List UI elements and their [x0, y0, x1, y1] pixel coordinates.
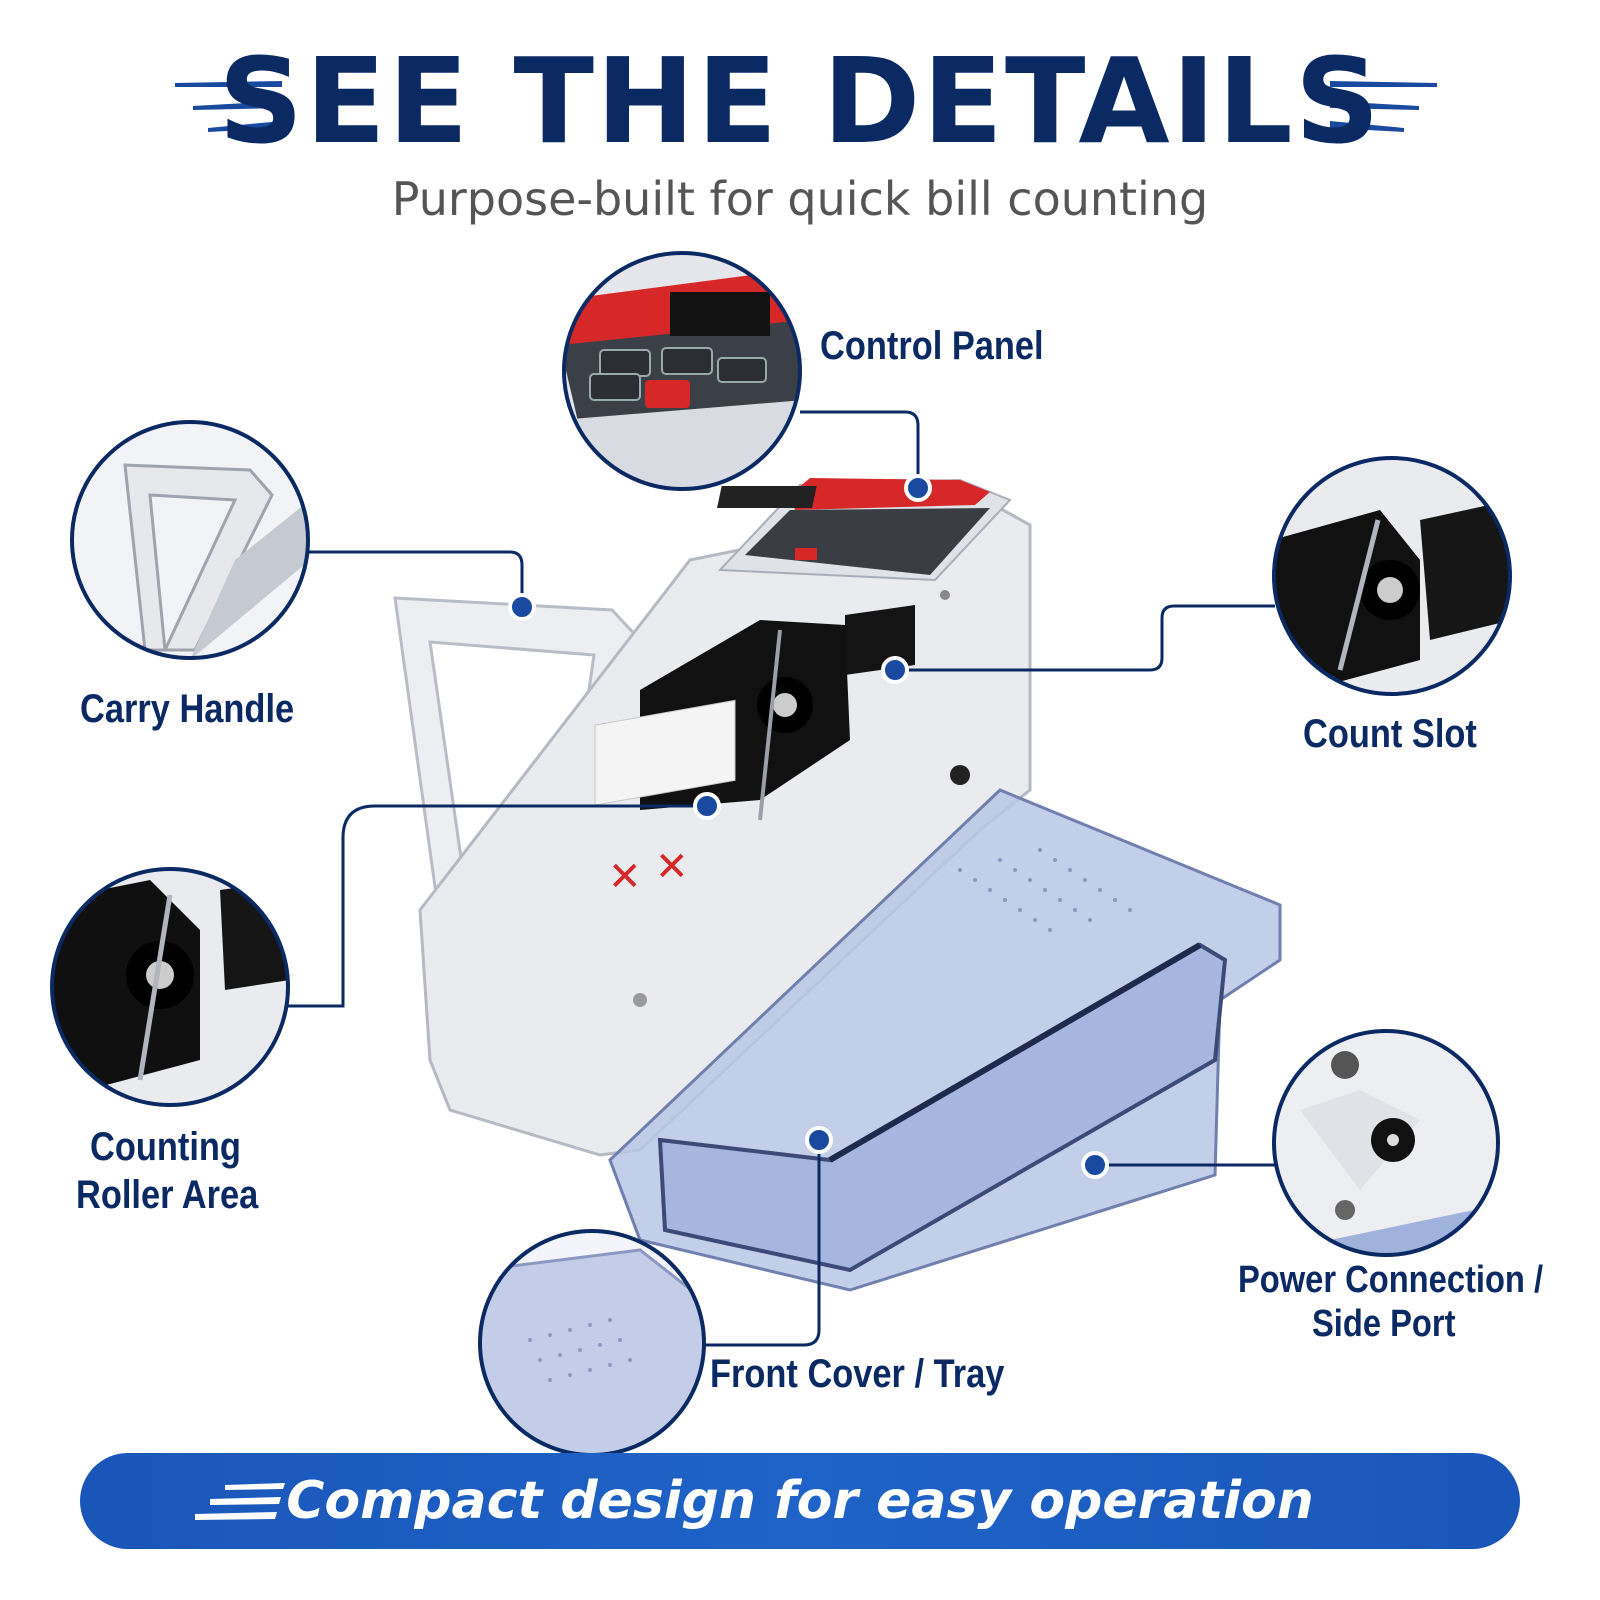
callout-dot-icon: [881, 656, 909, 684]
speed-lines-icon: [1330, 81, 1437, 132]
callout-dot-icon: [805, 1126, 833, 1154]
callout-dot-icon: [508, 593, 536, 621]
callout-dot-icon: [693, 792, 721, 820]
label-front-cover-tray: Front Cover / Tray: [710, 1352, 1005, 1396]
label-carry-handle: Carry Handle: [80, 687, 295, 731]
zoom-circle-icon: [50, 251, 1512, 1457]
label-counting-roller-line1: Counting: [90, 1125, 241, 1169]
bottom-banner: Compact design for easy operation: [80, 1453, 1520, 1549]
label-counting-roller-line2: Roller Area: [76, 1173, 259, 1217]
control-panel-red-strip: [790, 478, 990, 510]
speed-lines-icon: [195, 1483, 285, 1520]
page-subtitle: Purpose-built for quick bill counting: [391, 172, 1209, 226]
callout-dot-icon: [904, 474, 932, 502]
svg-text:✕: ✕: [655, 844, 689, 890]
bill-counter-machine: ✕ ✕: [393, 478, 1282, 1292]
label-control-panel: Control Panel: [820, 324, 1044, 368]
banner-text: Compact design for easy operation: [286, 1471, 1314, 1531]
speed-lines-icon: [175, 81, 282, 132]
callout-dot-icon: [1081, 1151, 1109, 1179]
page-title: SEE THE DETAILS: [218, 32, 1382, 170]
label-count-slot: Count Slot: [1303, 712, 1477, 756]
label-power-line1: Power Connection /: [1238, 1259, 1544, 1301]
label-power-line2: Side Port: [1312, 1303, 1456, 1345]
svg-text:✕: ✕: [608, 854, 642, 900]
